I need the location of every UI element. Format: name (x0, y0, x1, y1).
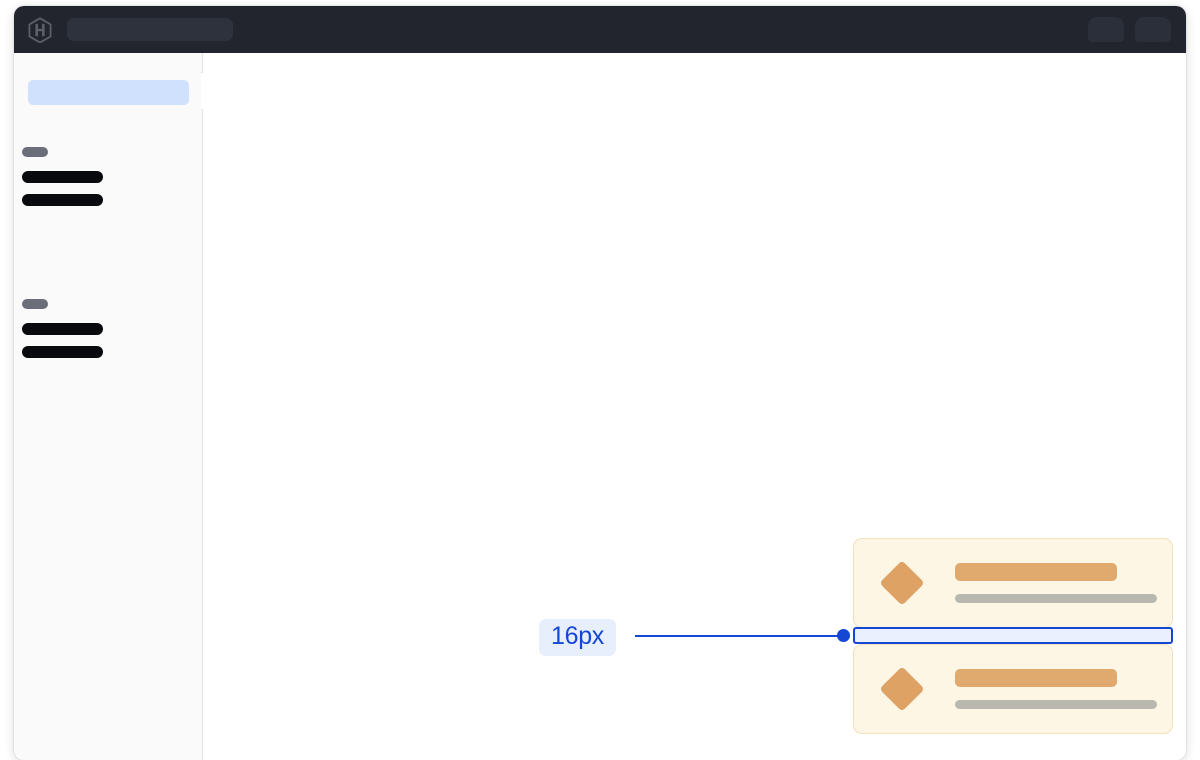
diamond-icon (879, 666, 925, 712)
sidebar-item[interactable] (22, 346, 103, 358)
body-split: 16px (14, 53, 1186, 760)
list-item[interactable] (853, 538, 1173, 628)
card-subtitle (955, 594, 1157, 603)
measurement-endpoint-dot (837, 629, 850, 642)
card-title (955, 669, 1117, 687)
measurement-leader-line (635, 634, 847, 637)
measurement-value-badge: 16px (539, 619, 617, 656)
top-bar-actions (1088, 17, 1171, 42)
app-window: 16px (14, 6, 1186, 760)
top-bar (14, 6, 1186, 53)
spacing-gap-highlight (853, 627, 1173, 644)
sidebar-group-1 (14, 147, 202, 206)
sidebar (14, 53, 217, 760)
sidebar-item[interactable] (22, 194, 103, 206)
card-text-block (955, 563, 1157, 603)
sidebar-group-2 (14, 299, 202, 358)
sidebar-group-label (22, 147, 48, 157)
card-title (955, 563, 1117, 581)
list-item[interactable] (853, 644, 1173, 734)
main-canvas: 16px (203, 53, 1186, 760)
sidebar-item[interactable] (22, 171, 103, 183)
card-text-block (955, 669, 1157, 709)
hashicorp-hexagon-logo-icon[interactable] (27, 16, 53, 43)
account-menu-button[interactable] (1088, 17, 1124, 42)
sidebar-group-label (22, 299, 48, 309)
sidebar-item[interactable] (22, 323, 103, 335)
sidebar-item-selected[interactable] (28, 80, 189, 105)
diamond-icon (879, 560, 925, 606)
user-avatar-button[interactable] (1135, 17, 1171, 42)
card-subtitle (955, 700, 1157, 709)
global-search-input[interactable] (67, 18, 233, 41)
